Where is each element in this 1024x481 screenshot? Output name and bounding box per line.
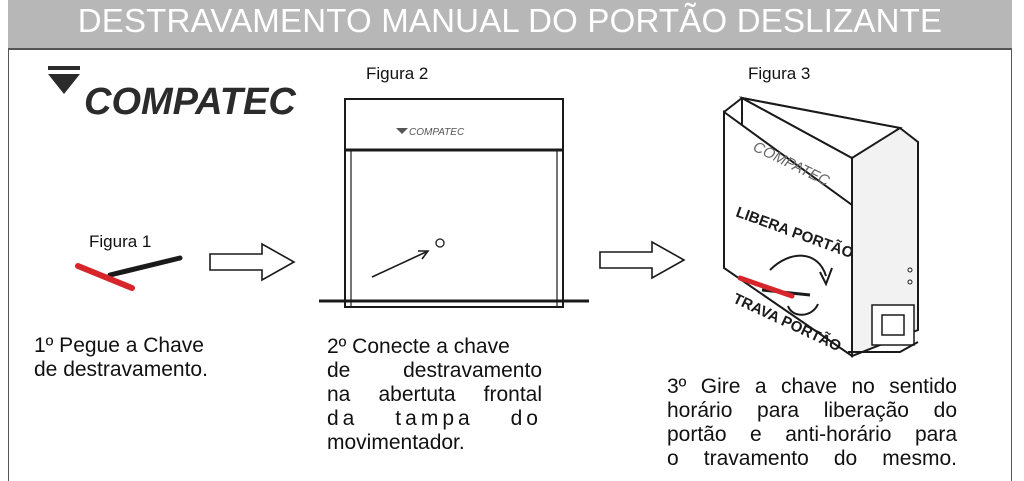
figure-3-label: Figura 3	[748, 64, 811, 83]
step-2-text: 2º Conecte a chave de destravamento na a…	[327, 335, 542, 455]
step-1-text: 1º Pegue a Chave de destravamento.	[34, 334, 274, 382]
housing-logo-icon	[396, 128, 408, 134]
step-3-line: o travamento do mesmo.	[667, 447, 957, 470]
frame-left-border	[8, 48, 9, 481]
step-2-line: movimentador.	[327, 431, 465, 454]
step-2-line: 2º Conecte a chave	[327, 335, 510, 358]
step-1-line: 1º Pegue a Chave	[34, 334, 204, 357]
figure-1-label: Figura 1	[89, 232, 152, 251]
step-1-line: de destravamento.	[34, 358, 208, 381]
logo-triangle-icon	[48, 74, 80, 94]
step-2-line: da tampa do	[327, 407, 542, 430]
arrow-right-icon	[209, 242, 296, 282]
figure-2-label: Figura 2	[366, 64, 429, 83]
operator-isometric	[723, 96, 919, 358]
frame-right-border	[1011, 48, 1012, 481]
page-title: DESTRAVAMENTO MANUAL DO PORTÃO DESLIZANT…	[77, 2, 943, 39]
arrow-right-icon	[599, 240, 686, 280]
step-3-line: horário para liberação do	[667, 399, 957, 422]
step-3-line: portão e anti-horário para	[667, 423, 957, 446]
housing-logo-text: COMPATEC	[409, 127, 465, 138]
operator-housing-front: COMPATEC	[319, 98, 589, 308]
key-slot	[435, 238, 445, 248]
compatec-logo: COMPATEC	[48, 66, 296, 123]
logo-text: COMPATEC	[84, 81, 296, 123]
step-2-line: de destravamento	[327, 359, 542, 382]
step-2-line: na abertuta frontal	[327, 383, 542, 406]
title-banner: DESTRAVAMENTO MANUAL DO PORTÃO DESLIZANT…	[8, 0, 1012, 50]
step-3-line: 3º Gire a chave no sentido	[667, 375, 957, 398]
key-icon	[75, 255, 183, 291]
step-3-text: 3º Gire a chave no sentido horário para …	[667, 375, 957, 471]
